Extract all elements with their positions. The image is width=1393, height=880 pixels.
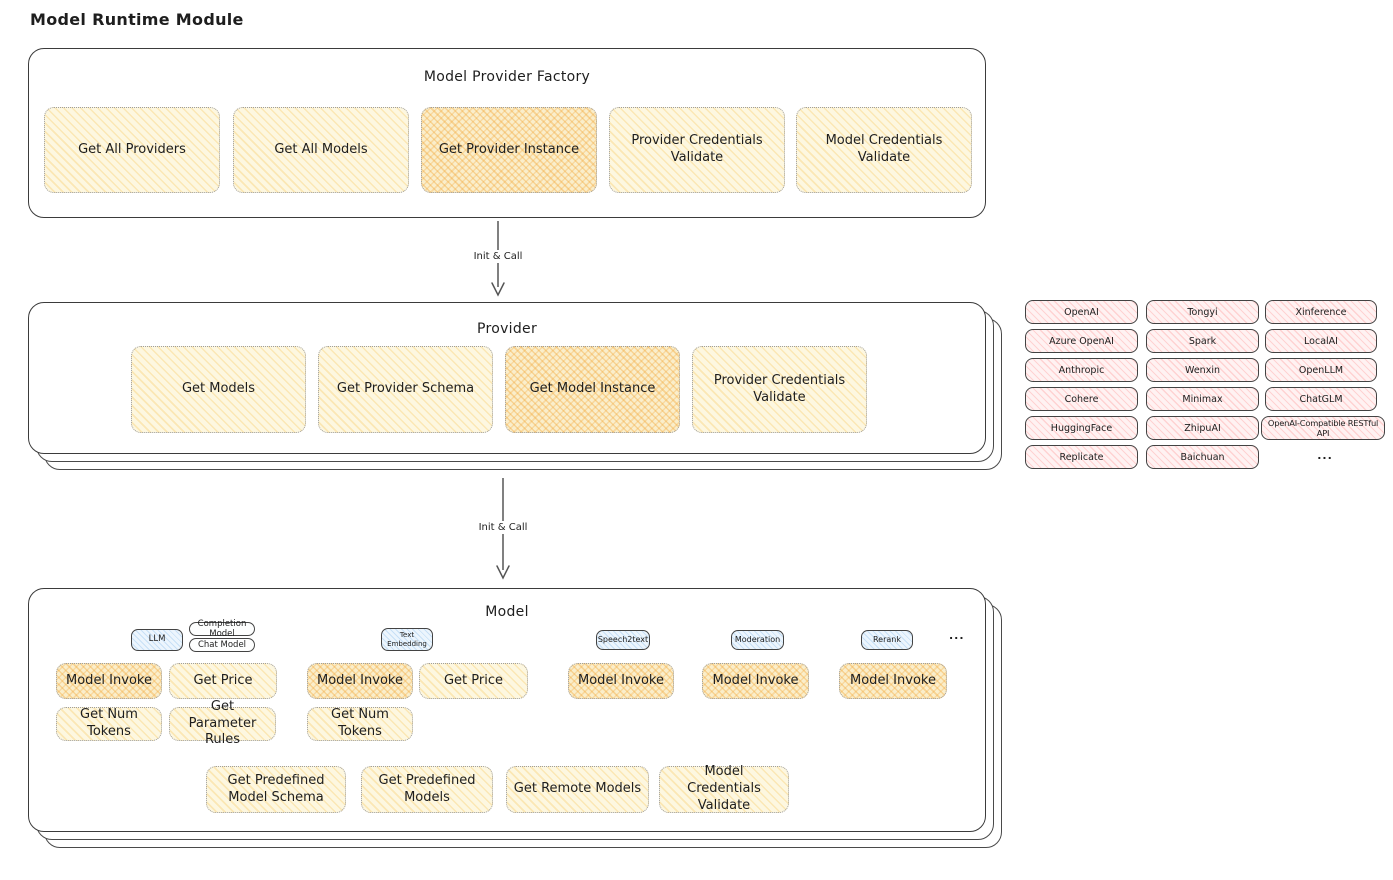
text-embedding-node-get-price: Get Price bbox=[419, 663, 528, 699]
factory-title: Model Provider Factory bbox=[423, 69, 591, 85]
provider-pill-cohere: Cohere bbox=[1025, 387, 1138, 411]
page-title: Model Runtime Module bbox=[30, 10, 244, 29]
provider-pill-openai: OpenAI bbox=[1025, 300, 1138, 324]
arrow-label-init-call-1: Init & Call bbox=[448, 250, 548, 263]
provider-panel: Provider Get Models Get Provider Schema … bbox=[28, 302, 986, 454]
provider-pill-baichuan: Baichuan bbox=[1146, 445, 1259, 469]
provider-pill-wenxin: Wenxin bbox=[1146, 358, 1259, 382]
model-node-get-remote-models: Get Remote Models bbox=[506, 766, 649, 813]
llm-node-get-price: Get Price bbox=[169, 663, 277, 699]
tab-speech2text: Speech2text bbox=[596, 630, 650, 650]
provider-node-get-models: Get Models bbox=[131, 346, 306, 433]
provider-pill-openai-compatible-restful-api: OpenAI-Compatible RESTful API bbox=[1261, 416, 1385, 440]
text-embedding-node-get-num-tokens: Get Num Tokens bbox=[307, 707, 413, 741]
provider-pill-xinference: Xinference bbox=[1265, 300, 1377, 324]
provider-pill-spark: Spark bbox=[1146, 329, 1259, 353]
tab-llm: LLM bbox=[131, 629, 183, 651]
factory-node-provider-credentials-validate: Provider Credentials Validate bbox=[609, 107, 785, 193]
provider-node-get-provider-schema: Get Provider Schema bbox=[318, 346, 493, 433]
provider-pill-minimax: Minimax bbox=[1146, 387, 1259, 411]
provider-node-provider-credentials-validate: Provider Credentials Validate bbox=[692, 346, 867, 433]
arrow-label-init-call-2: Init & Call bbox=[453, 521, 553, 534]
llm-node-get-parameter-rules: Get Parameter Rules bbox=[169, 699, 276, 747]
speech2text-node-model-invoke: Model Invoke bbox=[568, 663, 674, 699]
factory-node-get-all-providers: Get All Providers bbox=[44, 107, 220, 193]
provider-pill-zhipuai: ZhipuAI bbox=[1146, 416, 1259, 440]
provider-pill-localai: LocalAI bbox=[1265, 329, 1377, 353]
factory-node-get-all-models: Get All Models bbox=[233, 107, 409, 193]
llm-node-model-invoke: Model Invoke bbox=[56, 663, 162, 699]
tab-text-embedding: Text Embedding bbox=[381, 628, 433, 651]
model-panel: Model LLM Completion Model Chat Model Te… bbox=[28, 588, 986, 832]
rerank-node-model-invoke: Model Invoke bbox=[839, 663, 947, 699]
tab-chat-model: Chat Model bbox=[189, 638, 255, 652]
factory-node-get-provider-instance: Get Provider Instance bbox=[421, 107, 597, 193]
factory-panel: Model Provider Factory Get All Providers… bbox=[28, 48, 986, 218]
tab-completion-model: Completion Model bbox=[189, 619, 255, 639]
provider-list-ellipsis: ... bbox=[1317, 449, 1333, 462]
model-title: Model bbox=[485, 604, 529, 620]
model-node-get-predefined-model-schema: Get Predefined Model Schema bbox=[206, 766, 346, 813]
provider-pill-tongyi: Tongyi bbox=[1146, 300, 1259, 324]
model-tabs-ellipsis: ... bbox=[949, 629, 965, 642]
provider-pill-anthropic: Anthropic bbox=[1025, 358, 1138, 382]
provider-pill-openllm: OpenLLM bbox=[1265, 358, 1377, 382]
provider-pill-replicate: Replicate bbox=[1025, 445, 1138, 469]
text-embedding-node-model-invoke: Model Invoke bbox=[307, 663, 413, 699]
tab-rerank: Rerank bbox=[861, 630, 913, 650]
provider-pill-azure-openai: Azure OpenAI bbox=[1025, 329, 1138, 353]
model-node-model-credentials-validate: Model Credentials Validate bbox=[659, 764, 789, 813]
factory-node-model-credentials-validate: Model Credentials Validate bbox=[796, 107, 972, 193]
provider-pill-chatglm: ChatGLM bbox=[1265, 387, 1377, 411]
moderation-node-model-invoke: Model Invoke bbox=[702, 663, 809, 699]
tab-moderation: Moderation bbox=[731, 630, 784, 650]
model-node-get-predefined-models: Get Predefined Models bbox=[361, 766, 493, 813]
provider-pill-huggingface: HuggingFace bbox=[1025, 416, 1138, 440]
llm-node-get-num-tokens: Get Num Tokens bbox=[56, 707, 162, 741]
provider-title: Provider bbox=[476, 321, 538, 337]
provider-node-get-model-instance: Get Model Instance bbox=[505, 346, 680, 433]
